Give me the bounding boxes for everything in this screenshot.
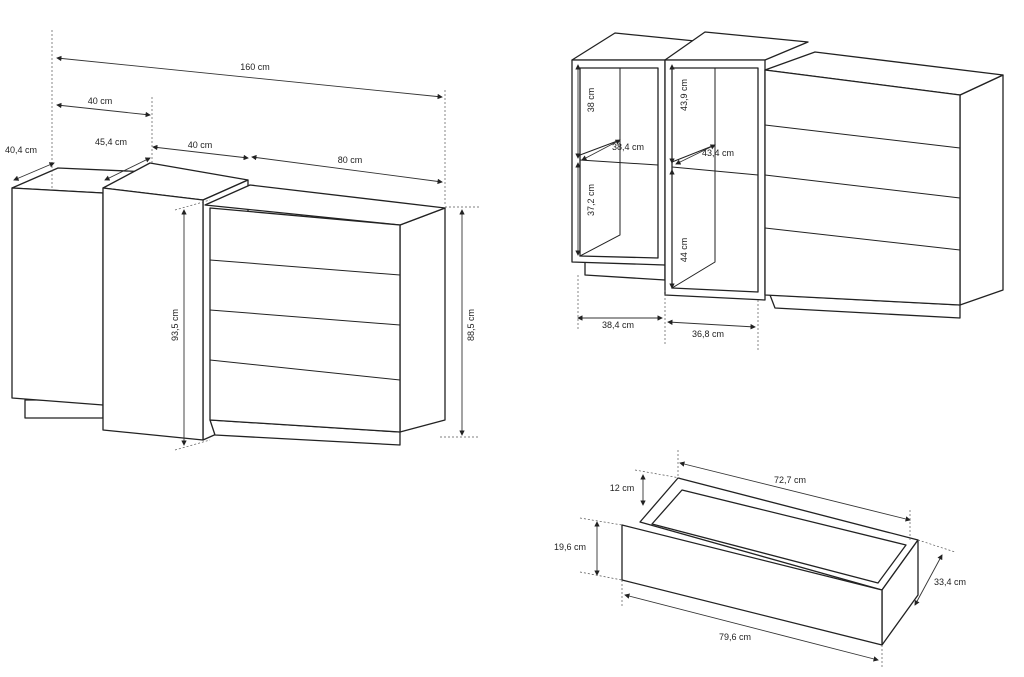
drawer-front-height-label: 19,6 cm — [554, 542, 586, 552]
left-lower-height-label: 37,2 cm — [586, 184, 596, 216]
drawer-depth-label: 33,4 cm — [934, 577, 966, 587]
dresser — [204, 184, 446, 446]
dresser-width-label: 80 cm — [338, 155, 363, 165]
right-upper-height-label: 43,9 cm — [679, 79, 689, 111]
drawer-front-length-label: 79,6 cm — [719, 632, 751, 642]
left-inner-width-label: 38,4 cm — [602, 320, 634, 330]
left-dimension-lines — [13, 30, 480, 451]
right-shelf-depth-label: 43,4 cm — [702, 148, 734, 158]
left-shelf-depth-label: 38,4 cm — [612, 142, 644, 152]
shelf-dimension-lines — [575, 64, 759, 350]
total-width-label: 160 cm — [240, 62, 270, 72]
drawer-inner-length-label: 72,7 cm — [774, 475, 806, 485]
open-shelf-right — [664, 31, 809, 301]
drawer-inner-height-label: 12 cm — [610, 483, 635, 493]
right-lower-height-label: 44 cm — [679, 238, 689, 263]
middle-cabinet-depth-label: 45,4 cm — [95, 137, 127, 147]
left-cabinet-width-label: 40 cm — [88, 96, 113, 106]
drawer-dimension-lines — [579, 450, 956, 668]
middle-cabinet-width-label: 40 cm — [188, 140, 213, 150]
right-inner-width-label: 36,8 cm — [692, 329, 724, 339]
drawer — [621, 477, 919, 646]
left-cabinet-depth-label: 40,4 cm — [5, 145, 37, 155]
shelf-view-dresser — [764, 51, 1004, 319]
middle-cabinet-height-label: 93,5 cm — [170, 309, 180, 341]
dresser-height-label: 88,5 cm — [466, 309, 476, 341]
left-upper-height-label: 38 cm — [586, 88, 596, 113]
